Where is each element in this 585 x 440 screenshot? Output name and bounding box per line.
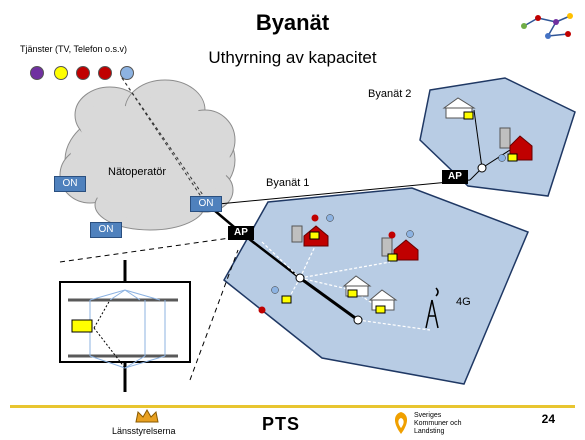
byanat2-label: Byanät 2: [368, 88, 412, 100]
access-point-2: AP: [442, 170, 468, 184]
cell-tower-icon: [425, 287, 439, 329]
house-1: [342, 275, 372, 298]
footer-divider: [10, 405, 575, 408]
page-title: Byanät: [255, 10, 330, 35]
logo-lansstyrelserna: Länsstyrelserna: [112, 426, 176, 436]
service-dot-red-1: [76, 66, 90, 80]
network-graph-icon: [521, 13, 573, 39]
service-dot-yellow: [54, 66, 68, 80]
access-point-1: AP: [228, 226, 254, 240]
byanat1-region: [223, 187, 529, 385]
farm-building-2: [381, 237, 419, 262]
page-subtitle: Uthyrning av kapacitet: [208, 48, 377, 67]
cable-detail-box: [59, 281, 191, 369]
service-dot-red-2: [98, 66, 112, 80]
on-box-1: ON: [54, 176, 86, 192]
house-2: [368, 289, 398, 314]
network-diagram: [59, 77, 576, 392]
services-label: Tjänster (TV, Telefon o.s.v): [20, 44, 128, 54]
crown-icon: [135, 408, 159, 423]
service-dot-blue: [120, 66, 134, 80]
cloud-shape: [59, 79, 236, 231]
page-number: 24: [541, 412, 555, 426]
house-3: [442, 97, 476, 120]
tower-label: 4G: [456, 296, 471, 308]
byanat1-label: Byanät 1: [266, 177, 310, 189]
farm-building-3: [499, 127, 533, 162]
farm-building-1: [291, 225, 329, 247]
logo-pts: PTS: [262, 414, 301, 434]
cloud-label: Nätoperatör: [108, 166, 167, 178]
skl-logo-icon: [394, 412, 408, 434]
logo-skl: Sveriges Kommuner och Landsting: [414, 412, 462, 435]
on-box-2: ON: [190, 196, 222, 212]
on-box-3: ON: [90, 222, 122, 238]
service-dot-purple: [30, 66, 44, 80]
